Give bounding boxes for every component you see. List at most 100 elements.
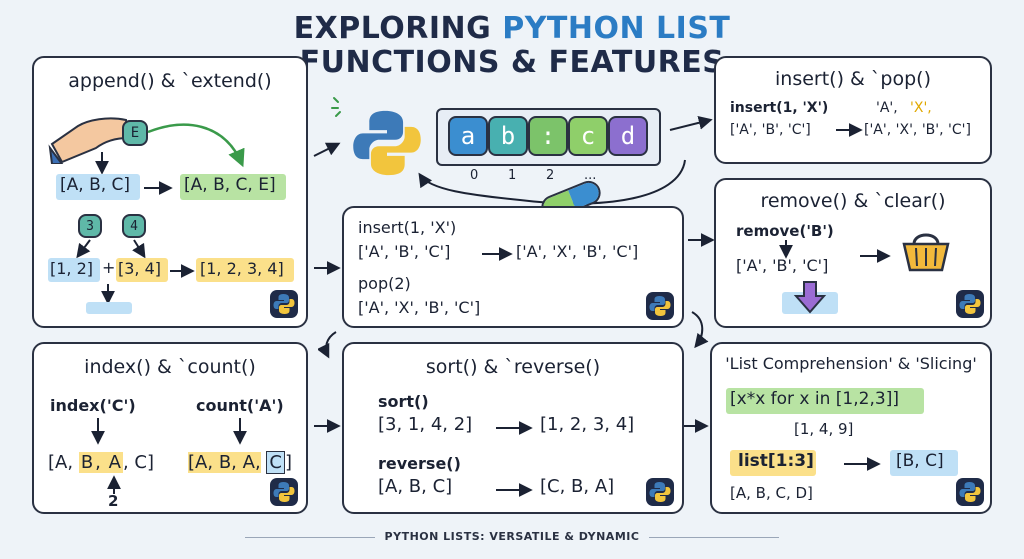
pop-call: pop(2) xyxy=(358,274,411,293)
sort-after: [1, 2, 3, 4] xyxy=(540,414,635,435)
sparkle-icon xyxy=(331,97,341,117)
append-before: [A, B, C] xyxy=(60,175,131,195)
hero-chip: : xyxy=(528,116,568,156)
comprehension-slicing-card: 'List Comprehension' & 'Slicing' [x*x fo… xyxy=(710,342,992,514)
card-title: 'List Comprehension' & 'Slicing' xyxy=(725,354,977,373)
card-title: sort() & `reverse() xyxy=(425,356,601,378)
hero-index: 2 xyxy=(546,168,555,183)
footer-rule-left xyxy=(244,536,375,538)
index-result: 2 xyxy=(108,492,119,510)
card-title: append() & `extend() xyxy=(68,70,272,92)
plus-sign: + xyxy=(102,258,116,277)
append-after: [A, B, C, E] xyxy=(184,175,276,195)
right-arrow xyxy=(144,181,173,195)
clear-down-arrow xyxy=(793,281,827,314)
extend-result: [1, 2, 3, 4] xyxy=(200,259,284,278)
down-arrow xyxy=(779,240,793,259)
extend-list2: [3, 4] xyxy=(118,259,162,278)
source-list: [A, B, C, D] xyxy=(730,484,813,502)
insert-before: ['A', 'B', 'C'] xyxy=(358,242,451,261)
connector-arrow xyxy=(314,419,341,433)
page-subtitle: FUNCTIONS & FEATURES xyxy=(299,45,725,80)
insert-top-a: 'A', xyxy=(876,100,898,116)
pop-result: ['A', 'X', 'B', 'C'] xyxy=(358,298,481,317)
reverse-call: reverse() xyxy=(378,454,461,473)
right-arrow xyxy=(496,421,533,435)
box-4: 4 xyxy=(122,214,146,238)
down-arrow xyxy=(233,418,247,445)
sort-before: [3, 1, 4, 2] xyxy=(378,414,473,435)
connector-arrow xyxy=(318,331,337,359)
remove-call: remove('B') xyxy=(736,222,834,240)
python-icon xyxy=(270,478,298,506)
remove-list: ['A', 'B', 'C'] xyxy=(736,256,829,275)
held-item-chip: E xyxy=(122,120,148,146)
insert-top-x: 'X', xyxy=(910,100,932,116)
box-3: 3 xyxy=(78,214,102,238)
right-arrow xyxy=(836,123,863,137)
right-arrow xyxy=(482,247,513,261)
python-icon xyxy=(646,292,674,320)
append-arc-arrow xyxy=(147,123,245,168)
comprehension-expr: [x*x for x in [1,2,3]] xyxy=(730,389,899,409)
python-icon xyxy=(956,290,984,318)
connector-arrow xyxy=(682,419,709,433)
insert-call: insert(1, 'X') xyxy=(730,100,829,116)
card-title: remove() & `clear() xyxy=(760,190,946,212)
slice-result: [B, C] xyxy=(896,451,944,471)
comprehension-result: [1, 4, 9] xyxy=(794,420,854,438)
index-call: index('C') xyxy=(50,396,136,415)
count-list: [A, B, A, C] xyxy=(188,451,293,474)
insert-pop-example-card: insert(1, 'X') ['A', 'B', 'C'] ['A', 'X'… xyxy=(342,206,684,328)
index-count-card: index() & `count() index('C') count('A')… xyxy=(32,342,308,514)
hero-chip: d xyxy=(608,116,648,156)
up-arrow xyxy=(107,475,121,494)
right-arrow xyxy=(496,483,533,497)
hero-index: 1 xyxy=(508,168,517,183)
python-icon xyxy=(270,290,298,318)
hand-icon xyxy=(48,117,130,164)
python-icon xyxy=(646,478,674,506)
append-extend-card: append() & `extend() E [A, B, C] [A, B, … xyxy=(32,56,308,328)
hero-chip: c xyxy=(568,116,608,156)
hero-index: 0 xyxy=(470,168,479,183)
connector-arrow xyxy=(314,261,341,275)
down-arrow xyxy=(95,152,109,175)
page-title: EXPLORING PYTHON LIST xyxy=(293,11,731,46)
count-call: count('A') xyxy=(196,396,284,415)
python-icon xyxy=(956,478,984,506)
title-highlight: PYTHON LIST xyxy=(502,11,731,46)
merge-arrows xyxy=(76,239,146,259)
hero-curve-arrow xyxy=(418,159,686,205)
reverse-before: [A, B, C] xyxy=(378,476,453,497)
connector-arrow xyxy=(691,311,709,349)
result-slot xyxy=(86,302,132,314)
down-arrow xyxy=(101,284,115,305)
hero-chip: a xyxy=(448,116,488,156)
right-arrow xyxy=(170,264,195,278)
connector-arrow xyxy=(688,233,715,247)
index-list: [A, B, A, C] xyxy=(48,452,155,473)
sort-call: sort() xyxy=(378,392,429,411)
insert-after: ['A', 'X', 'B', 'C'] xyxy=(864,122,971,138)
connector-arrow xyxy=(313,142,341,157)
remove-clear-card: remove() & `clear() remove('B') ['A', 'B… xyxy=(714,178,992,328)
insert-after: ['A', 'X', 'B', 'C'] xyxy=(516,242,639,261)
sort-reverse-card: sort() & `reverse() sort() [3, 1, 4, 2] … xyxy=(342,342,684,514)
right-arrow xyxy=(844,457,881,471)
card-title: index() & `count() xyxy=(84,356,256,378)
insert-call: insert(1, 'X') xyxy=(358,218,457,237)
footer: PYTHON LISTS: VERSATILE & DYNAMIC xyxy=(0,530,1024,543)
slice-expr: list[1:3] xyxy=(738,451,814,471)
reverse-after: [C, B, A] xyxy=(540,476,615,497)
basket-icon xyxy=(902,233,950,272)
insert-before: ['A', 'B', 'C'] xyxy=(730,122,811,138)
hero-right-arrow xyxy=(669,115,713,131)
down-arrow xyxy=(91,418,105,445)
card-title: insert() & `pop() xyxy=(775,68,931,90)
footer-rule-right xyxy=(649,536,780,538)
extend-list1: [1, 2] xyxy=(50,259,94,278)
insert-pop-card: insert() & `pop() insert(1, 'X') ['A', '… xyxy=(714,56,992,164)
hero-chip: b xyxy=(488,116,528,156)
right-arrow xyxy=(860,249,891,263)
